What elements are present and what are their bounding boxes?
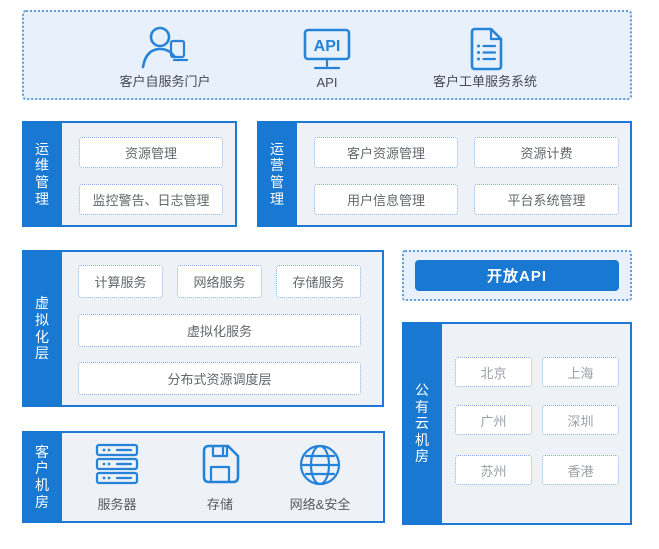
operation-tab: 运营管理 xyxy=(257,121,297,227)
customer-datacenter-tab: 客户机房 xyxy=(22,431,62,523)
section-ops-maintenance: 运维管理 资源管理 监控警告、日志管理 xyxy=(22,121,237,227)
banner-label: 客户自服务门户 xyxy=(119,74,211,89)
banner-label: API xyxy=(316,75,338,90)
user-device-icon xyxy=(140,24,190,71)
box-city-shenzhen: 深圳 xyxy=(542,405,619,435)
section-customer-datacenter: 客户机房 服务器 xyxy=(22,431,385,523)
box-compute-service: 计算服务 xyxy=(78,265,163,298)
box-platform-system-management: 平台系统管理 xyxy=(474,184,619,215)
public-cloud-tab: 公有云机房 xyxy=(402,322,442,525)
section-public-cloud: 公有云机房 北京 上海 广州 深圳 苏州 香港 xyxy=(402,322,632,525)
server-icon xyxy=(95,443,139,485)
banner-item-api: API API xyxy=(242,24,412,90)
box-city-hongkong: 香港 xyxy=(542,455,619,485)
box-monitoring-log-management: 监控警告、日志管理 xyxy=(79,184,223,215)
globe-icon-item: 网络&安全 xyxy=(272,443,368,513)
storage-icon xyxy=(199,443,241,485)
box-customer-resource-management: 客户资源管理 xyxy=(314,137,458,168)
box-city-beijing: 北京 xyxy=(455,357,532,387)
dc-label: 服务器 xyxy=(97,497,137,512)
dc-label: 网络&安全 xyxy=(289,497,351,512)
box-city-suzhou: 苏州 xyxy=(455,455,532,485)
section-operation: 运营管理 客户资源管理 资源计费 用户信息管理 平台系统管理 xyxy=(257,121,632,227)
box-city-shanghai: 上海 xyxy=(542,357,619,387)
ticket-document-icon xyxy=(465,24,505,71)
box-resource-management: 资源管理 xyxy=(79,137,223,168)
banner-item-ticket-system: 客户工单服务系统 xyxy=(400,24,570,90)
section-virtualization: 虚拟化层 计算服务 网络服务 存储服务 虚拟化服务 分布式资源调度层 xyxy=(22,250,384,407)
dc-label: 存储 xyxy=(206,497,233,512)
box-distributed-resource-scheduler: 分布式资源调度层 xyxy=(78,362,361,395)
box-virtualization-service: 虚拟化服务 xyxy=(78,314,361,347)
open-api-button: 开放API xyxy=(415,260,619,291)
service-access-banner: 客户自服务门户 API API xyxy=(22,10,632,100)
box-user-info-management: 用户信息管理 xyxy=(314,184,458,215)
box-resource-billing: 资源计费 xyxy=(474,137,619,168)
box-city-guangzhou: 广州 xyxy=(455,405,532,435)
globe-icon xyxy=(298,443,342,487)
api-monitor-icon: API xyxy=(302,24,352,72)
banner-item-self-service-portal: 客户自服务门户 xyxy=(80,24,250,90)
dc-item-storage: 存储 xyxy=(172,443,268,513)
api-icon-text: API xyxy=(314,38,341,55)
banner-label: 客户工单服务系统 xyxy=(432,74,537,89)
open-api-container: 开放API xyxy=(402,250,632,301)
virtualization-tab: 虚拟化层 xyxy=(22,250,62,407)
dc-item-servers: 服务器 xyxy=(69,443,165,513)
ops-maintenance-tab: 运维管理 xyxy=(22,121,62,227)
box-network-service: 网络服务 xyxy=(177,265,262,298)
box-storage-service: 存储服务 xyxy=(276,265,361,298)
